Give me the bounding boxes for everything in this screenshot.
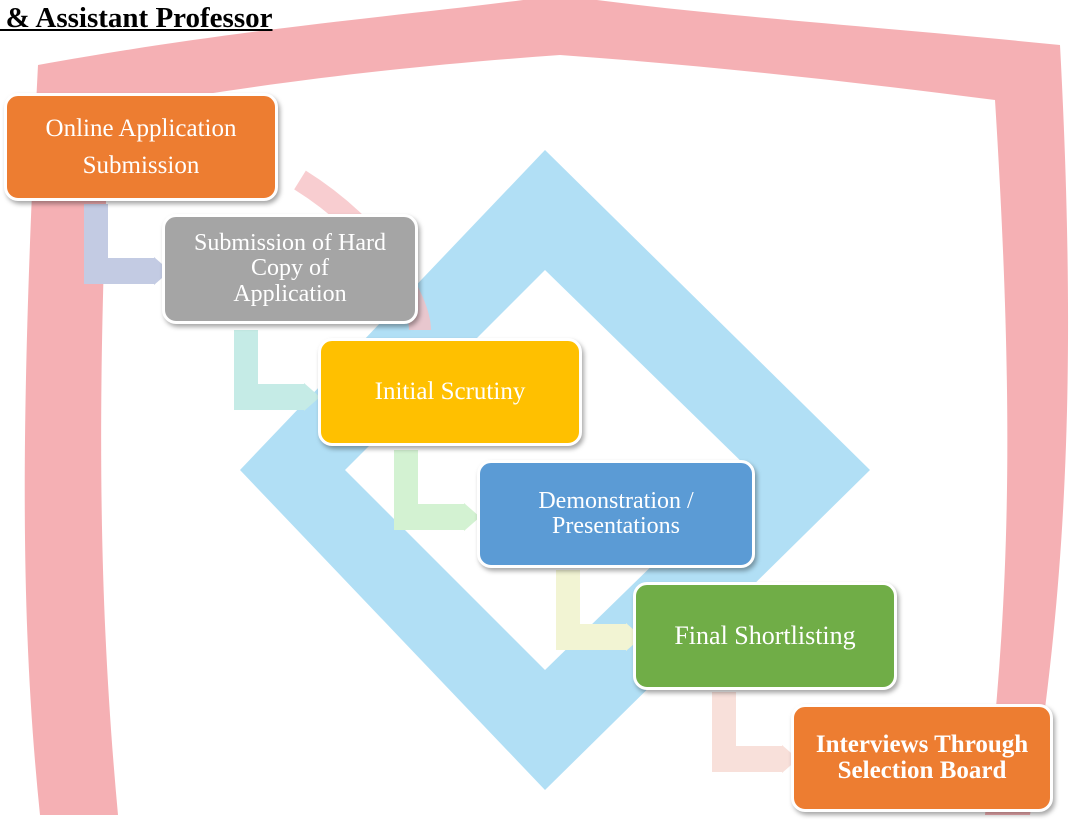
connector-2-bar	[234, 384, 304, 410]
heading-text: r & Assistant Professor	[0, 2, 273, 34]
connector-4-bar	[556, 624, 626, 650]
connector-3-bar	[394, 504, 464, 530]
step-1-label: Online Application Submission	[45, 114, 237, 180]
step-online-application-submission: Online Application Submission	[4, 93, 278, 201]
shield-outline	[24, 0, 1069, 815]
connector-2	[234, 330, 320, 411]
step-5-label: Final Shortlisting	[674, 621, 856, 651]
step-demonstration-presentations: Demonstration / Presentations	[477, 460, 755, 568]
connector-3-arrowhead	[464, 503, 480, 531]
connector-5-bar	[712, 746, 782, 772]
connector-2-arrowhead	[304, 383, 320, 411]
step-hard-copy-submission: Submission of Hard Copy of Application	[162, 214, 418, 324]
step-initial-scrutiny: Initial Scrutiny	[318, 338, 582, 446]
connector-1	[84, 204, 170, 285]
step-3-label: Initial Scrutiny	[374, 377, 526, 405]
step-6-label: Interviews Through Selection Board	[815, 730, 1029, 784]
connector-3	[394, 450, 480, 531]
step-final-shortlisting: Final Shortlisting	[633, 582, 897, 690]
connector-5	[712, 692, 798, 773]
page-heading: r & Assistant Professor	[0, 2, 273, 35]
step-interviews-selection-board: Interviews Through Selection Board	[791, 704, 1053, 812]
connector-4	[556, 570, 642, 651]
step-4-label: Demonstration / Presentations	[538, 487, 694, 539]
step-2-label: Submission of Hard Copy of Application	[194, 230, 386, 307]
connector-1-bar	[84, 258, 154, 284]
